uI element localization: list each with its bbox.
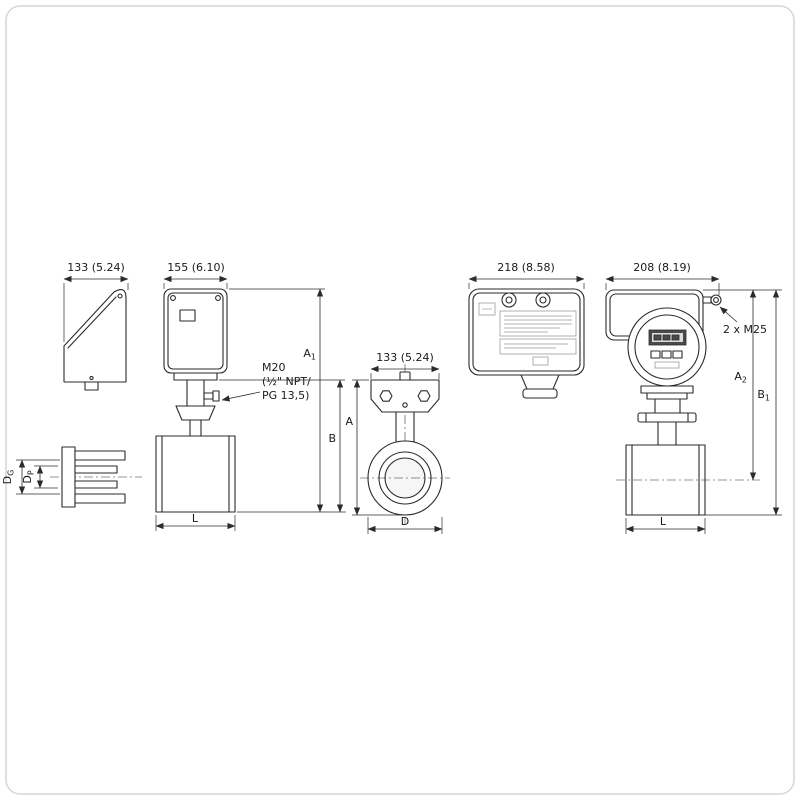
flange-prong bbox=[74, 450, 126, 461]
terminal-bracket bbox=[370, 379, 440, 413]
dim-label-b1: B1 bbox=[757, 388, 770, 403]
gland2-note: 2 x M25 bbox=[723, 323, 767, 336]
box-neck bbox=[520, 374, 560, 390]
keypad-button bbox=[661, 350, 672, 359]
small-tag bbox=[532, 356, 549, 366]
cable-gland-m20 bbox=[203, 392, 214, 400]
cable-gland-m25 bbox=[702, 296, 712, 304]
flange-section-view: DG DP bbox=[1, 446, 142, 508]
gland2-annotation: 2 x M25 bbox=[719, 306, 767, 336]
flange-spine bbox=[61, 446, 76, 508]
mount-plate bbox=[640, 385, 694, 394]
nameplate-2 bbox=[499, 338, 577, 355]
page-border bbox=[5, 5, 795, 795]
sensor-body bbox=[155, 435, 236, 513]
dim-label-l-right: L bbox=[660, 515, 667, 528]
dim-label-d: D bbox=[401, 515, 409, 528]
cable-gland-nut bbox=[212, 390, 220, 402]
display-transmitter-view: 208 (8.19) 2 x M25 bbox=[605, 261, 782, 534]
housing-window bbox=[179, 309, 196, 322]
gland-note-line1: M20 bbox=[262, 361, 286, 374]
keypad-button bbox=[672, 350, 683, 359]
cover-foot bbox=[84, 381, 99, 391]
dim-label-jbox-width: 218 (8.58) bbox=[497, 261, 555, 274]
display-bezel bbox=[627, 307, 707, 387]
bezel-label bbox=[654, 361, 680, 369]
flange-prong bbox=[74, 465, 118, 474]
dim-label-a1: A1 bbox=[303, 347, 316, 362]
pedestal-flange bbox=[637, 412, 697, 423]
top-plug bbox=[399, 371, 411, 381]
hub-bolt bbox=[535, 292, 551, 308]
dim-label-l-left: L bbox=[192, 512, 199, 525]
dim-label-side-width: 133 (5.24) bbox=[67, 261, 125, 274]
dim-label-a2: A2 bbox=[734, 370, 747, 385]
pedestal-tube bbox=[657, 421, 677, 446]
dim-label-b: B bbox=[328, 432, 336, 445]
dim-label-face-width: 133 (5.24) bbox=[376, 351, 434, 364]
cover-profile-outline bbox=[63, 289, 127, 383]
adapter bbox=[175, 405, 216, 421]
mount-plate-2 bbox=[646, 392, 688, 400]
gland-annotation: M20 (½" NPT/ PG 13,5) bbox=[221, 361, 311, 402]
hex-bolt bbox=[379, 390, 393, 402]
dim-label-a: A bbox=[345, 415, 353, 428]
cable-gland-nut bbox=[710, 294, 722, 306]
side-cover-view: 133 (5.24) bbox=[63, 261, 129, 391]
hub-bolt bbox=[501, 292, 517, 308]
keypad-button bbox=[650, 350, 661, 359]
housing-screw bbox=[215, 295, 221, 301]
front-transmitter-view: 155 (6.10) M20 (½" NPT/ PG 13,5) A1 bbox=[155, 261, 346, 531]
hex-bolt bbox=[417, 390, 431, 402]
neck bbox=[654, 398, 681, 414]
dim-label-dp: DP bbox=[21, 470, 36, 483]
housing-screw bbox=[170, 295, 176, 301]
sensor-face-view: 133 (5.24) A D bbox=[345, 351, 450, 534]
dim-label-dg: DG bbox=[1, 470, 16, 485]
stem bbox=[189, 419, 202, 437]
box-flange bbox=[522, 388, 558, 399]
flange-prong bbox=[74, 493, 126, 504]
transmitter-housing bbox=[163, 288, 228, 374]
dim-label-disp-width: 208 (8.19) bbox=[633, 261, 691, 274]
gland-note-line3: PG 13,5) bbox=[262, 389, 309, 402]
gland-note-line2: (½" NPT/ bbox=[262, 375, 311, 388]
flange-prong bbox=[74, 480, 118, 489]
housing-base-flange bbox=[173, 372, 218, 381]
dim-label-front-width: 155 (6.10) bbox=[167, 261, 225, 274]
connection-neck bbox=[186, 379, 205, 407]
junction-box-view: 218 (8.58) bbox=[468, 261, 585, 399]
